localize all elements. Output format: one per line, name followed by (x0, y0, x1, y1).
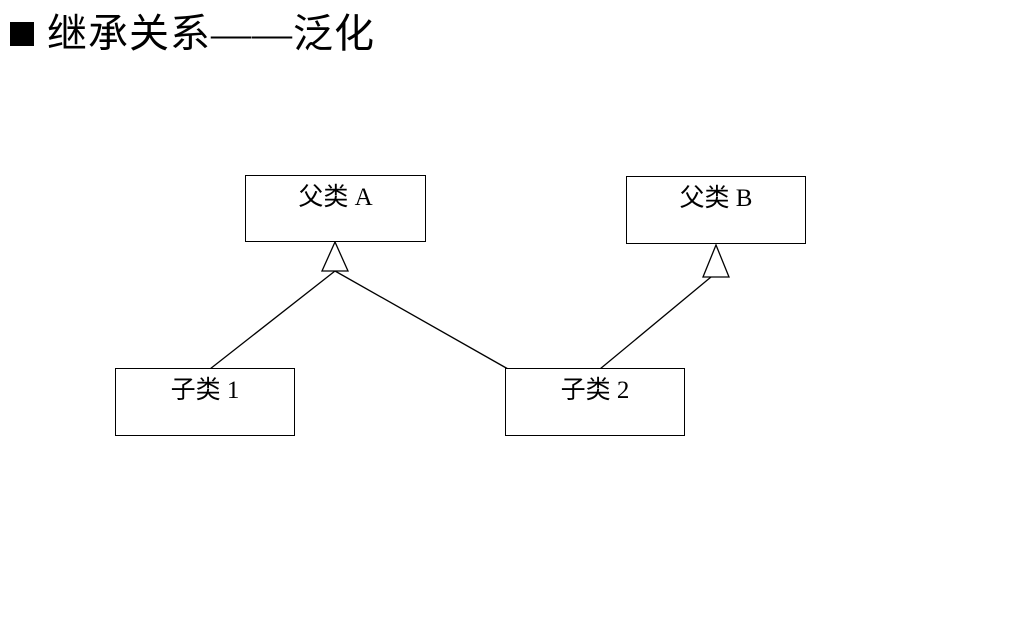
generalization-triangle-icon-parentA (320, 240, 350, 272)
class-node-child-1: 子类 1 (115, 368, 295, 436)
class-node-label: 父类 A (298, 184, 373, 211)
class-node-label: 子类 2 (560, 377, 630, 404)
generalization-triangle-icon-parentB (702, 243, 730, 278)
class-node-label: 父类 B (679, 185, 753, 212)
edge-child1-to-parentA (209, 270, 336, 370)
title-bullet-square-icon (10, 22, 34, 46)
edge-child2-to-parentB (599, 276, 712, 370)
title-text: 继承关系——泛化 (47, 11, 375, 56)
class-node-parent-b: 父类 B (626, 176, 806, 244)
class-node-label: 子类 1 (170, 377, 240, 404)
edge-child2-to-parentA (334, 270, 509, 370)
class-node-parent-a: 父类 A (245, 175, 426, 242)
class-node-child-2: 子类 2 (505, 368, 685, 436)
slide-title: 继承关系——泛化 (10, 10, 375, 58)
